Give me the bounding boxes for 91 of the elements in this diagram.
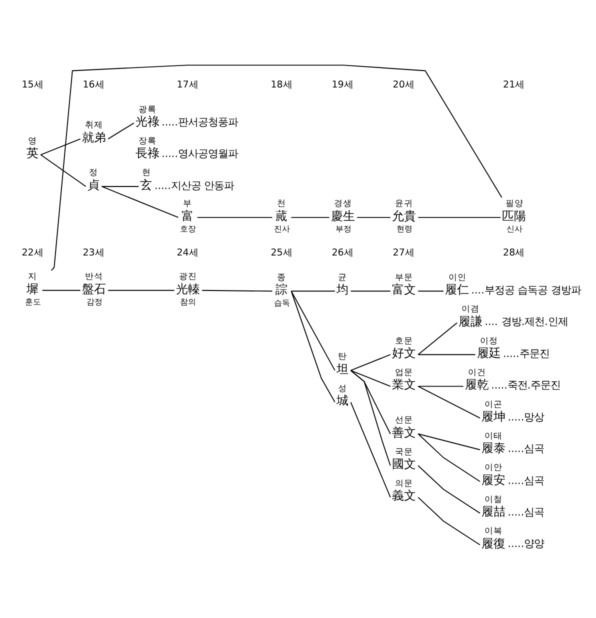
connector [418,216,502,218]
connector [418,433,480,450]
node-text: 이인 履仁 [445,272,470,297]
label: 16세 [82,79,105,90]
connector [350,370,391,466]
node-text: 의문 義文 [392,479,416,503]
label: 25세 [270,248,293,259]
connector [418,433,480,482]
node-text: 부문 富文 [392,272,416,297]
node-text: 이철 履喆 [482,494,506,519]
node-text: 균 均 [336,272,348,297]
connector [196,216,273,218]
connector [108,122,134,140]
node-text: 선문 善文 [392,416,416,440]
node-text: 이복 履復 [482,526,506,550]
node-text: 호문 好文 [392,336,416,360]
label: 21세 [503,79,526,90]
node-label: .....영사공영월파 [162,148,238,160]
connector [50,64,502,271]
connector [40,138,81,156]
label: 19세 [332,79,354,90]
label: 20세 [392,79,415,90]
node-text: 이곤 履坤 [482,400,506,424]
connector [350,354,391,371]
node-label: .....지산공 안동파 [154,180,234,192]
connector [290,216,330,218]
node-text: 광록 光祿 [135,104,160,128]
node-label: 경방.제천.인제 [501,316,568,328]
connector [350,370,391,387]
connector [290,290,336,371]
node-label: .....망상 [508,411,544,424]
connector [418,322,458,356]
connector [418,290,444,292]
node-text: 이겸 履謙 [458,304,483,328]
connector [350,290,391,292]
connector [290,290,336,403]
connector [101,186,140,187]
node-label: .....죽전.주문진 [491,380,561,392]
label: 26세 [332,248,354,259]
node-label: .....판서공청풍파 [162,116,238,128]
node-text: 종 誴 습독 [274,272,290,308]
connector [42,290,81,291]
connector [350,370,391,434]
label: 28세 [503,248,526,259]
node-text: 경생 慶生 부정 [330,199,355,234]
node-text: 탄 坦 [336,352,348,376]
node-text: 영 英 [26,136,38,160]
label: 22세 [22,248,44,259]
node-text: 취제 就弟 [82,120,106,144]
label: 23세 [82,248,105,259]
node-label: ....부정공 습독공 경방파 [471,284,581,296]
label: 17세 [176,79,199,90]
node-label: .....심곡 [508,506,544,518]
node-label: .....심곡 [508,474,544,487]
connector [290,290,336,292]
label: 24세 [176,248,199,259]
connector [418,354,476,356]
node-text: 이안 履安 [482,463,506,487]
connector [356,216,391,218]
node-text: 장록 長祿 [135,136,160,160]
node-text: 필양 匹陽 신사 [502,199,526,234]
node-text: 이건 履乾 [464,368,489,392]
node-label: .....양양 [508,538,544,550]
node-text: 부 富 호장 [180,199,196,234]
label: 27세 [392,248,415,259]
node-text: 현 玄 [140,168,152,192]
node-text: 국문 國文 [392,447,416,471]
connector [418,496,480,546]
node-text: 천 蕆 진사 [274,199,290,234]
node-text: 이정 履廷 [476,336,501,360]
node-label: .....심곡 [508,443,544,456]
connector [101,186,179,218]
node-text: 반석 盤石 감정 [82,272,106,307]
node-text: 업문 業文 [392,368,416,392]
node-text: 성 城 [336,384,348,408]
connector [418,386,464,387]
label: 15세 [22,79,44,90]
node-text: 정 貞 [87,168,100,192]
connector [202,290,273,292]
connector [108,290,175,291]
node-text: 지 墀 훈도 [24,272,41,307]
node-label: .... [484,316,498,328]
node-text: 윤귀 允貴 현령 [392,199,416,234]
label: 18세 [270,79,293,90]
connector [40,154,86,187]
node-label: .....주문진 [502,348,550,360]
connector [418,465,480,514]
connector [418,386,480,418]
connector [350,402,391,498]
node-text: 이태 履泰 [482,431,506,456]
node-text: 광진 光轃 참의 [176,272,200,307]
